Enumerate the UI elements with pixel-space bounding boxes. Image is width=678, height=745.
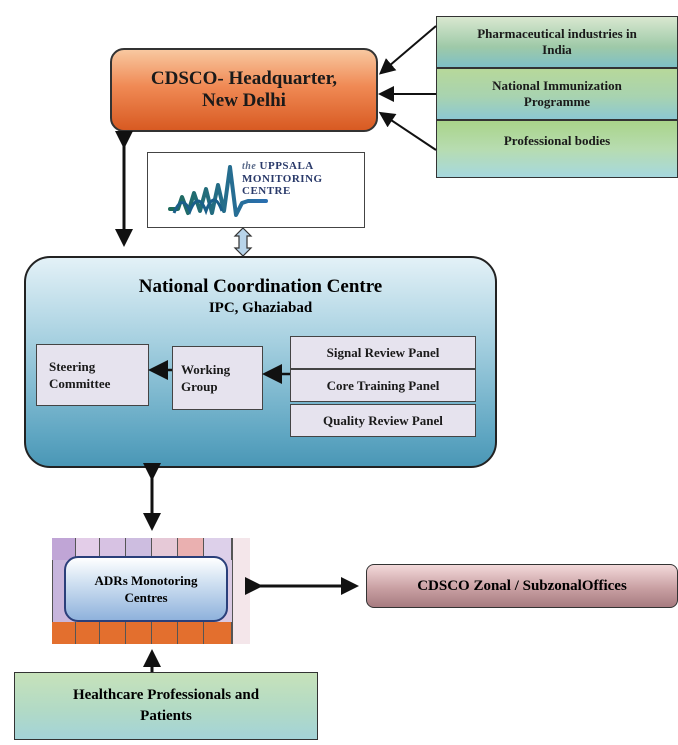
panel-label: Core Training Panel xyxy=(326,378,440,393)
stack-column xyxy=(76,538,100,560)
stack-column xyxy=(100,622,126,644)
steering-line1: Steering xyxy=(49,359,96,374)
stack-column xyxy=(52,538,76,560)
hcp-line2: Patients xyxy=(140,708,192,724)
working-group-box: Working Group xyxy=(172,346,263,410)
stack-column xyxy=(204,538,232,560)
signal-review-panel-box: Signal Review Panel xyxy=(290,336,476,369)
arrow-professional-to-hq xyxy=(378,111,437,151)
working-line1: Working xyxy=(181,362,231,377)
steering-line2: Committee xyxy=(49,376,111,391)
umc-line3: CENTRE xyxy=(242,185,291,197)
stack-column xyxy=(204,622,232,644)
umc-the: the xyxy=(242,161,257,172)
zonal-label: CDSCO Zonal / SubzonalOffices xyxy=(417,577,627,594)
pharma-line1: Pharmaceutical industries in xyxy=(477,26,637,41)
stack-side xyxy=(232,538,250,644)
umc-line1: UPPSALA xyxy=(259,160,314,172)
ncc-subtitle: IPC, Ghaziabad xyxy=(208,300,313,316)
pharma-line2: India xyxy=(542,42,572,57)
adr-monitoring-centres-box: ADRs Monotoring Centres xyxy=(64,556,228,622)
umc-name: the UPPSALA MONITORING CENTRE xyxy=(242,160,323,197)
panel-label: Quality Review Panel xyxy=(323,413,443,428)
panel-label: Signal Review Panel xyxy=(326,345,440,360)
stack-column xyxy=(126,622,152,644)
stack-column xyxy=(178,538,204,560)
steering-committee-box: Steering Committee xyxy=(36,344,149,406)
healthcare-professionals-box: Healthcare Professionals and Patients xyxy=(14,672,318,740)
working-line2: Group xyxy=(181,379,218,394)
hq-line2: New Delhi xyxy=(202,90,286,111)
cdsco-zonal-offices-box: CDSCO Zonal / SubzonalOffices xyxy=(366,564,678,608)
adr-line1: ADRs Monotoring xyxy=(94,573,198,588)
stack-column xyxy=(100,538,126,560)
uppsala-monitoring-centre-box xyxy=(147,152,365,228)
stack-column xyxy=(76,622,100,644)
adr-line2: Centres xyxy=(124,590,168,605)
stack-column xyxy=(152,622,178,644)
quality-review-panel-box: Quality Review Panel xyxy=(290,404,476,437)
ncc-title: National Coordination Centre xyxy=(138,276,383,297)
immunization-line2: Programme xyxy=(523,94,591,109)
stack-column xyxy=(52,622,76,644)
hcp-line1: Healthcare Professionals and xyxy=(72,687,260,703)
professional-bodies-box: Professional bodies xyxy=(436,120,678,178)
professional-bodies-label: Professional bodies xyxy=(503,133,611,148)
umc-line2: MONITORING xyxy=(242,173,323,185)
immunization-line1: National Immunization xyxy=(492,78,622,93)
core-training-panel-box: Core Training Panel xyxy=(290,369,476,402)
immunization-programme-box: National Immunization Programme xyxy=(436,68,678,120)
stack-column xyxy=(126,538,152,560)
hq-line1: CDSCO- Headquarter, xyxy=(150,68,338,89)
cdsco-headquarter-box: CDSCO- Headquarter, New Delhi xyxy=(110,48,378,132)
umc-logo-icon xyxy=(168,165,268,217)
stack-column xyxy=(152,538,178,560)
arrow-pharma-to-hq xyxy=(378,25,437,75)
stack-column xyxy=(178,622,204,644)
arrow-umc-ncc xyxy=(233,227,253,257)
